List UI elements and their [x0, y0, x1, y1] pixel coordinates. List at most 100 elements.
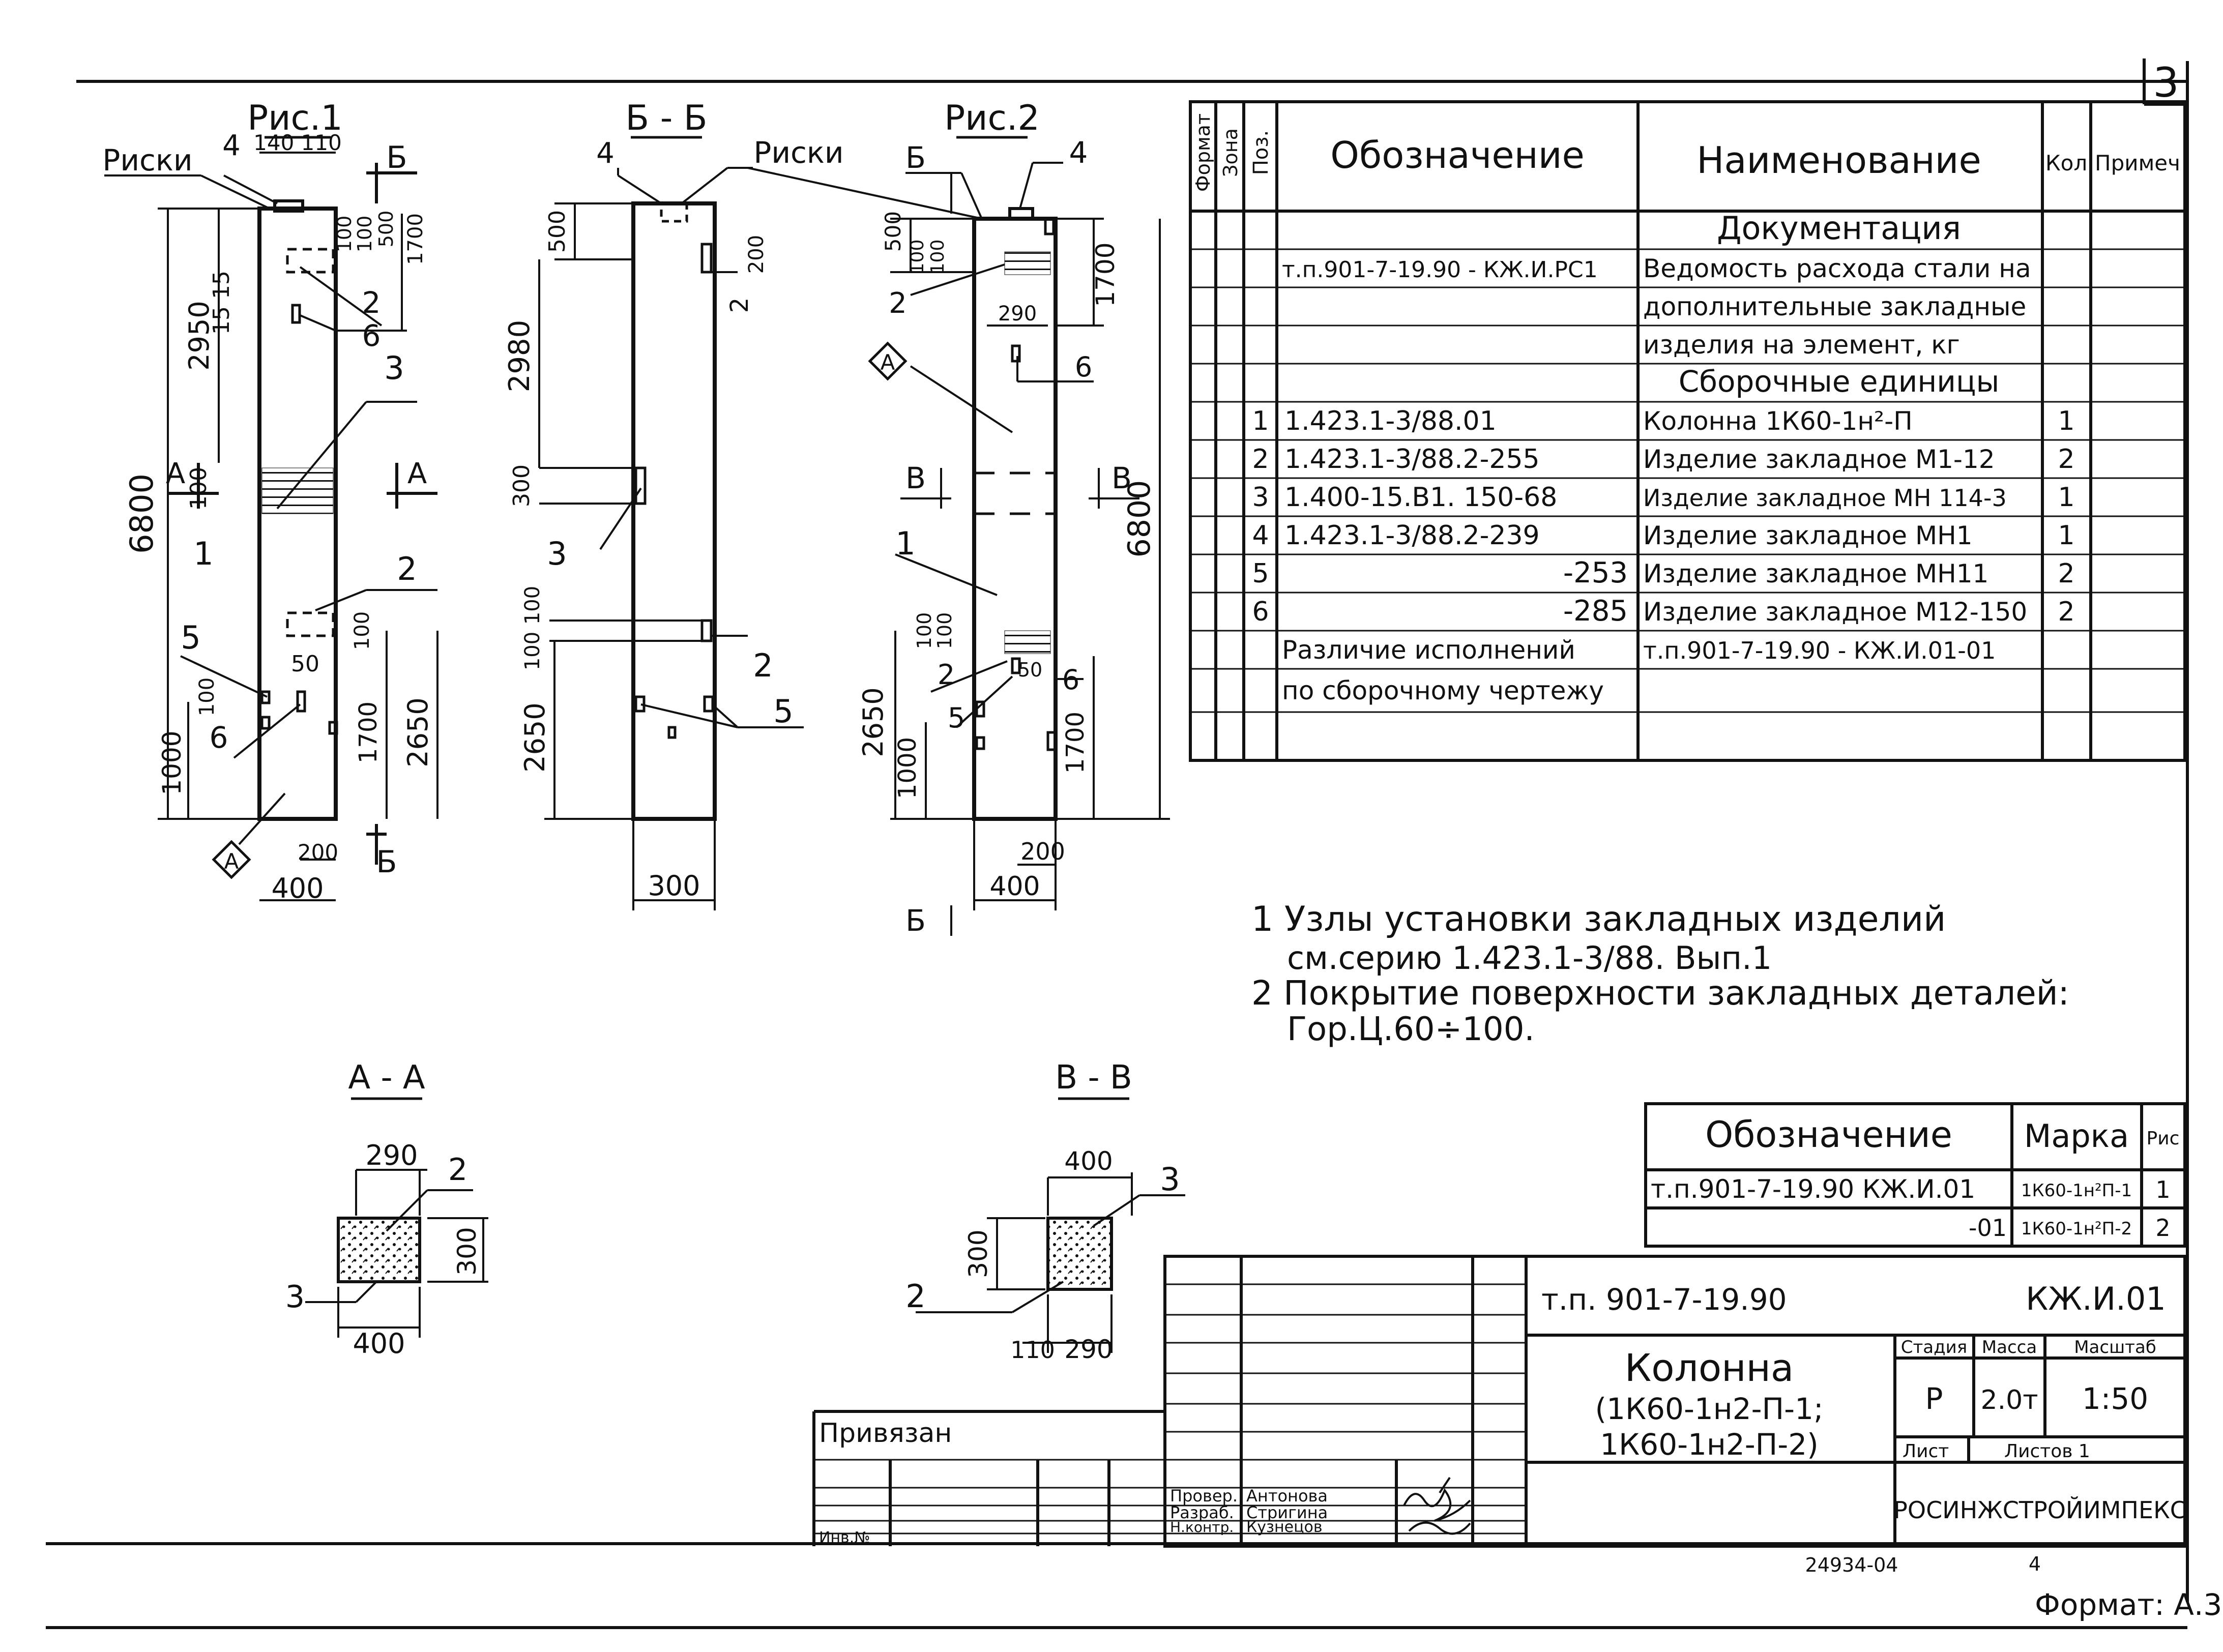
fig2-label-5: 5 [948, 702, 965, 734]
fig1-section-b-bottom: Б [376, 844, 397, 880]
fig2-dim-290: 290 [998, 302, 1037, 326]
view-section-bb: Б - Б 4 [503, 98, 844, 910]
title-block: т.п. 901-7-19.90 КЖ.И.01 Колонна (1К60-1… [812, 1255, 2186, 1548]
svg-text:4: 4 [1252, 520, 1269, 551]
fig1-dim-15b: 15 [209, 306, 235, 335]
spec-row: Документация [1717, 210, 1961, 247]
title-mass: 2.0т [1981, 1385, 2038, 1415]
fig2-label-2-bottom: 2 [938, 659, 955, 691]
svg-text:6: 6 [1252, 597, 1269, 627]
section-aa-dim-290: 290 [365, 1139, 418, 1171]
svg-text:Изделие закладное МН11: Изделие закладное МН11 [1643, 559, 1988, 588]
section-bb-label-4: 4 [596, 137, 615, 170]
section-aa-label-2: 2 [448, 1152, 467, 1188]
fig1-dim-50: 50 [291, 651, 319, 677]
svg-text:1.400-15.В1. 150-68: 1.400-15.В1. 150-68 [1284, 482, 1557, 513]
svg-text:Изделие закладное МН1: Изделие закладное МН1 [1643, 521, 1973, 550]
title-sheet-label: Лист [1903, 1441, 1949, 1462]
fig1-dim-100-low: 100 [195, 677, 219, 716]
svg-text:3: 3 [1252, 482, 1269, 513]
fig2-label-4: 4 [1069, 135, 1088, 170]
section-bb-dim-200: 200 [745, 235, 768, 274]
note-line: 1 Узлы установки закладных изделий [1251, 899, 1946, 939]
section-bb-dim-2980: 2980 [503, 320, 536, 393]
section-bb-dim-100b: 100 [521, 632, 544, 670]
fig1-dim-100-mid: 100 [186, 467, 212, 510]
svg-text:1: 1 [2058, 482, 2074, 513]
svg-text:-01: -01 [1969, 1214, 2007, 1242]
svg-text:т.п.901-7-19.90 - КЖ.И.01-01: т.п.901-7-19.90 - КЖ.И.01-01 [1643, 637, 1996, 664]
section-vv-label-3: 3 [1160, 1161, 1180, 1198]
title-role: Провер. [1170, 1486, 1238, 1506]
fig1-label-6-bottom: 6 [210, 720, 228, 755]
fig1-label-1: 1 [193, 535, 213, 572]
fig1-dim-100b: 100 [354, 216, 376, 253]
svg-text:1.423.1-3/88.2-239: 1.423.1-3/88.2-239 [1284, 520, 1540, 551]
signature [1403, 1477, 1471, 1535]
fig1-label-2-top: 2 [362, 285, 381, 320]
section-vv-cross-section [1046, 1217, 1113, 1291]
notes: 1 Узлы установки закладных изделий см.се… [1251, 899, 2069, 1048]
title-name-line: (1К60-1н2-П-1; [1595, 1392, 1823, 1426]
svg-text:Изделие закладное М12-150: Изделие закладное М12-150 [1643, 597, 2027, 627]
note-line: см.серию 1.423.1-3/88. Вып.1 [1287, 939, 1772, 977]
section-bb-dim-300: 300 [509, 464, 535, 507]
section-bb-label-2-bottom: 2 [753, 647, 773, 684]
fig2-dim-1000: 1000 [893, 737, 922, 799]
spec-header-note: Примеч [2095, 151, 2180, 175]
svg-text:1: 1 [1252, 406, 1269, 436]
svg-text:1.423.1-3/88.2-255: 1.423.1-3/88.2-255 [1284, 444, 1540, 475]
fig2-dim-500: 500 [881, 211, 905, 252]
fig1-dim-2650: 2650 [402, 697, 434, 767]
fig1-label-5: 5 [181, 619, 200, 656]
fig2-label-2-top: 2 [889, 287, 907, 320]
spec-row: дополнительные закладные [1643, 292, 2026, 321]
title-stage: Р [1925, 1381, 1943, 1416]
fig1-dim-6800: 6800 [123, 474, 160, 554]
fig1-section-b-top: Б [386, 140, 407, 175]
fig1-dim-100c: 100 [350, 611, 374, 650]
svg-text:Изделие закладное МН 114-3: Изделие закладное МН 114-3 [1643, 484, 2007, 512]
title-person: Кузнецов [1246, 1518, 1323, 1536]
title-scale-header: Масштаб [2074, 1337, 2156, 1358]
fig1-dim-140-110: 140 110 [253, 130, 342, 155]
section-bb-dim-500: 500 [544, 210, 570, 253]
mark-row: -01 1К60-1н²П-2 2 [1969, 1214, 2171, 1242]
svg-text:1К60-1н²П-2: 1К60-1н²П-2 [2021, 1219, 2132, 1239]
spec-row: 2 1.423.1-3/88.2-255 Изделие закладное М… [1252, 444, 2074, 475]
section-vv-label-2: 2 [905, 1278, 925, 1315]
note-line: Гор.Ц.60÷100. [1287, 1011, 1535, 1048]
section-bb-dim-100a: 100 [521, 586, 544, 625]
view-section-aa: А - А 290 2 300 3 400 [285, 1059, 488, 1360]
svg-text:Документация: Документация [1717, 210, 1961, 247]
svg-text:по сборочному чертежу: по сборочному чертежу [1282, 676, 1604, 705]
spec-row: изделия на элемент, кг [1643, 330, 1960, 360]
spec-row: 4 1.423.1-3/88.2-239 Изделие закладное М… [1252, 520, 2074, 551]
svg-text:1: 1 [2155, 1176, 2170, 1203]
section-bb-title: Б - Б [625, 98, 707, 138]
section-bb-label-riski: Риски [753, 135, 843, 170]
frame [46, 58, 2189, 1629]
fig2-section-b-bottom: Б [905, 903, 926, 938]
mark-header-fig: Рис [2147, 1128, 2180, 1149]
svg-text:изделия на элемент, кг: изделия на элемент, кг [1643, 330, 1960, 360]
svg-text:2: 2 [1252, 444, 1269, 475]
title-person: Стригина [1246, 1503, 1328, 1522]
fig1-dim-15a: 15 [209, 271, 235, 299]
fig2-marker-a: А [868, 341, 908, 381]
mark-row: т.п.901-7-19.90 КЖ.И.01 1К60-1н²П-1 1 [1651, 1174, 2171, 1204]
fig2-section-v-left: В [905, 461, 926, 495]
fig2-dim-50: 50 [1018, 659, 1042, 681]
title-organization: РОСИНЖСТРОЙИМПЕКС [1893, 1496, 2186, 1524]
title-project: т.п. 901-7-19.90 [1541, 1282, 1787, 1317]
section-vv-dim-300: 300 [963, 1229, 993, 1278]
svg-text:1: 1 [2058, 520, 2074, 551]
fig1-dim-100a: 100 [333, 216, 356, 253]
title-role: Н.контр. [1170, 1519, 1234, 1536]
view-fig1: Рис.1 Б Б А [102, 98, 438, 904]
svg-text:2: 2 [2058, 444, 2074, 475]
spec-row: 3 1.400-15.В1. 150-68 Изделие закладное … [1252, 482, 2074, 513]
svg-text:Ведомость расхода стали на: Ведомость расхода стали на [1643, 254, 2031, 283]
fig2-section-b-top: Б [905, 140, 926, 175]
fig1-label-3: 3 [384, 349, 404, 387]
